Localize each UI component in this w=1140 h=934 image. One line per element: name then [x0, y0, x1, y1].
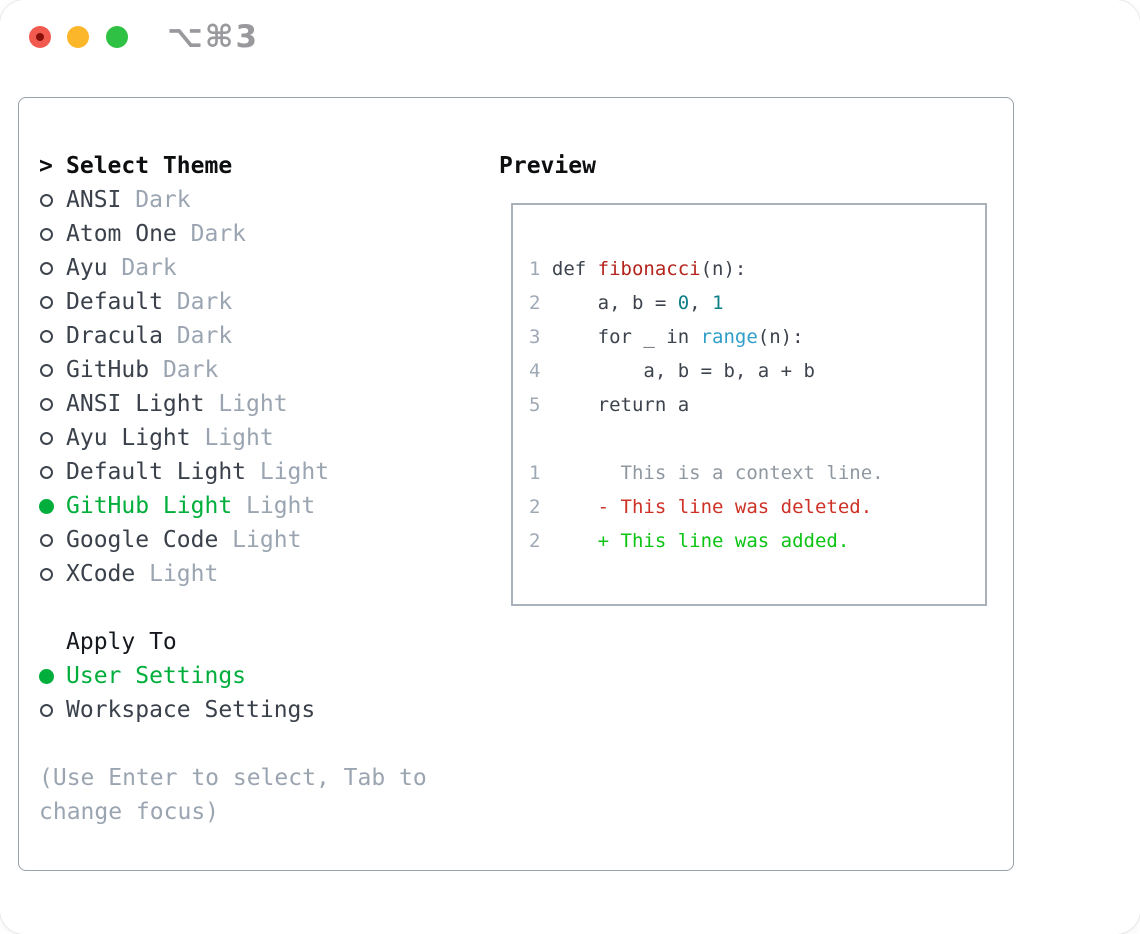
line-number: 3 — [529, 326, 541, 348]
theme-option-ayu-light[interactable]: Ayu Light Light — [39, 421, 479, 455]
option-label: XCode — [66, 561, 136, 587]
diff-line: 2 - This line was deleted. — [529, 496, 873, 518]
option-variant-label: Light — [246, 459, 330, 485]
radio-unselected-icon — [40, 363, 53, 377]
option-variant-label: Dark — [107, 255, 177, 281]
theme-option-google-code[interactable]: Google Code Light — [39, 523, 479, 557]
radio-unselected-icon — [40, 397, 53, 411]
option-label: ANSI — [66, 187, 122, 213]
theme-option-dracula[interactable]: Dracula Dark — [39, 319, 479, 353]
radio-unselected-icon — [40, 261, 53, 275]
line-number: 1 — [529, 258, 541, 280]
theme-option-github[interactable]: GitHub Dark — [39, 353, 479, 387]
option-variant-label: Dark — [176, 221, 247, 247]
window-title: ⌥⌘3 — [167, 19, 260, 55]
radio-unselected-icon — [40, 431, 53, 445]
option-label: Default Light — [66, 459, 247, 485]
theme-list-title: Select Theme — [66, 153, 233, 179]
option-variant-label: Dark — [162, 289, 233, 315]
preview-title: Preview — [499, 153, 596, 179]
option-variant-label: Light — [135, 561, 219, 587]
diff-line: 2 + This line was added. — [529, 530, 850, 552]
theme-option-default-light[interactable]: Default Light Light — [39, 455, 479, 489]
line-number: 5 — [529, 394, 541, 416]
option-label: GitHub Light — [66, 493, 233, 519]
theme-option-xcode[interactable]: XCode Light — [39, 557, 479, 591]
code-line: 5 return a — [529, 394, 690, 416]
theme-option-ayu[interactable]: Ayu Dark — [39, 251, 479, 285]
theme-option-atom-one[interactable]: Atom One Dark — [39, 217, 479, 251]
radio-unselected-icon — [40, 295, 53, 309]
radio-unselected-icon — [40, 329, 53, 343]
code-line: 2 a, b = 0, 1 — [529, 292, 724, 314]
radio-unselected-icon — [40, 567, 53, 581]
selection-cursor-icon: > — [39, 153, 53, 179]
radio-unselected-icon — [40, 227, 53, 241]
help-text-line-1: (Use Enter to select, Tab to — [39, 765, 427, 791]
option-label: Dracula — [66, 323, 163, 349]
option-label: ANSI Light — [66, 391, 205, 417]
titlebar: ⌥⌘3 — [0, 0, 1140, 75]
option-label: Google Code — [66, 527, 219, 553]
radio-unselected-icon — [40, 703, 53, 717]
line-number: 2 — [529, 496, 541, 518]
help-text-line-2: change focus) — [39, 799, 220, 825]
option-variant-label: Light — [204, 391, 288, 417]
spacer — [39, 591, 479, 625]
spacer — [39, 727, 479, 761]
theme-option-github-light[interactable]: GitHub Light Light — [39, 489, 479, 523]
apply-to-header: Apply To — [39, 625, 479, 659]
option-label: Atom One — [66, 221, 177, 247]
option-variant-label: Dark — [121, 187, 191, 213]
option-label: Ayu — [66, 255, 108, 281]
option-label: Workspace Settings — [66, 697, 316, 723]
option-variant-label: Light — [232, 493, 316, 519]
theme-option-default[interactable]: Default Dark — [39, 285, 479, 319]
line-number: 1 — [529, 462, 541, 484]
code-line: 4 a, b = b, a + b — [529, 360, 815, 382]
option-variant-label: Light — [190, 425, 274, 451]
minimize-button[interactable] — [67, 26, 89, 48]
option-label: User Settings — [66, 663, 247, 689]
spacer — [529, 422, 985, 456]
code-line: 3 for _ in range(n): — [529, 326, 804, 348]
diff-line: 1 This is a context line. — [529, 462, 884, 484]
apply-to-title: Apply To — [66, 629, 177, 655]
theme-list-header: > Select Theme — [39, 149, 479, 183]
option-label: Default — [66, 289, 163, 315]
radio-unselected-icon — [40, 465, 53, 479]
line-number: 2 — [529, 530, 541, 552]
line-number: 4 — [529, 360, 541, 382]
zoom-button[interactable] — [106, 26, 128, 48]
theme-option-ansi-light[interactable]: ANSI Light Light — [39, 387, 479, 421]
radio-unselected-icon — [40, 533, 53, 547]
line-number: 2 — [529, 292, 541, 314]
theme-option-ansi[interactable]: ANSI Dark — [39, 183, 479, 217]
option-variant-label: Dark — [149, 357, 219, 383]
option-label: Ayu Light — [66, 425, 191, 451]
option-variant-label: Dark — [162, 323, 233, 349]
radio-selected-icon — [39, 498, 54, 514]
option-label: GitHub — [66, 357, 150, 383]
apply-option-user-settings[interactable]: User Settings — [39, 659, 479, 693]
radio-selected-icon — [39, 668, 54, 684]
option-variant-label: Light — [218, 527, 302, 553]
apply-option-workspace-settings[interactable]: Workspace Settings — [39, 693, 479, 727]
close-button[interactable] — [29, 26, 51, 48]
radio-unselected-icon — [40, 193, 53, 207]
